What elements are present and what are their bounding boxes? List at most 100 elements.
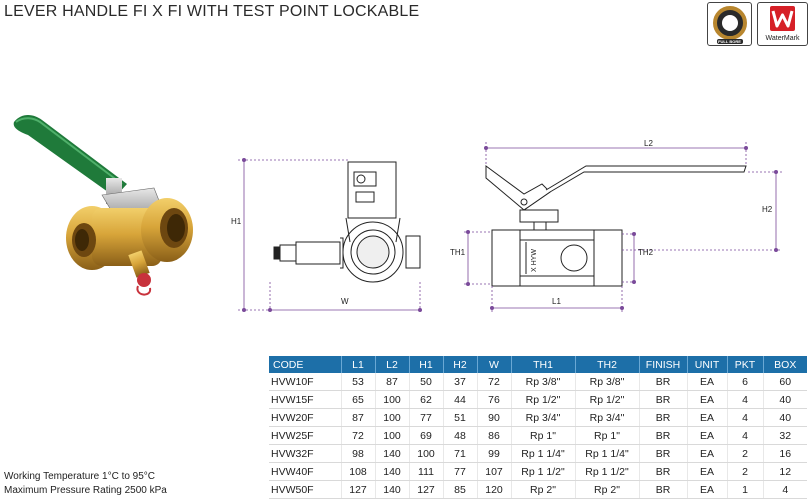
table-cell: 90 xyxy=(477,408,512,427)
full-bore-icon xyxy=(713,6,747,40)
table-cell: EA xyxy=(687,426,728,445)
table-cell: 107 xyxy=(477,462,512,481)
table-cell: Rp 3/8" xyxy=(575,373,640,391)
watermark-label: WaterMark xyxy=(765,35,800,42)
working-temperature: Working Temperature 1°C to 95°C xyxy=(4,471,156,482)
table-cell: 16 xyxy=(763,444,807,463)
table-cell: BR xyxy=(639,462,688,481)
table-cell: 2 xyxy=(727,462,764,481)
table-cell: 32 xyxy=(763,426,807,445)
table-cell: BR xyxy=(639,390,688,409)
dim-label-th1: TH1 xyxy=(450,248,466,257)
table-cell: 72 xyxy=(341,426,376,445)
table-cell: HVW40F xyxy=(269,462,342,481)
max-pressure: Maximum Pressure Rating 2500 kPa xyxy=(4,485,167,496)
column-header-pkt: PKT xyxy=(727,356,764,373)
table-cell: 100 xyxy=(375,408,410,427)
table-cell: 86 xyxy=(477,426,512,445)
table-cell: EA xyxy=(687,408,728,427)
certification-badges: FULL BORE WaterMark xyxy=(707,2,808,46)
table-cell: 4 xyxy=(727,408,764,427)
table-cell: 6 xyxy=(727,373,764,391)
table-cell: 99 xyxy=(477,444,512,463)
table-cell: 53 xyxy=(341,373,376,391)
valve-product-photo xyxy=(13,115,193,296)
watermark-logo-icon xyxy=(770,6,795,31)
table-cell: 100 xyxy=(375,426,410,445)
dim-label-h1: H1 xyxy=(231,217,242,226)
table-cell: Rp 1 1/2" xyxy=(575,462,640,481)
table-cell: 62 xyxy=(409,390,444,409)
table-cell: 77 xyxy=(443,462,478,481)
column-header-th2: TH2 xyxy=(575,356,640,373)
table-cell: EA xyxy=(687,373,728,391)
table-cell: 1 xyxy=(727,480,764,499)
table-cell: 12 xyxy=(763,462,807,481)
table-cell: Rp 1" xyxy=(575,426,640,445)
table-cell: 2 xyxy=(727,444,764,463)
table-cell: Rp 1 1/4" xyxy=(511,444,576,463)
table-cell: Rp 1/2" xyxy=(575,390,640,409)
table-cell: BR xyxy=(639,480,688,499)
table-cell: EA xyxy=(687,444,728,463)
table-cell: HVW15F xyxy=(269,390,342,409)
specifications: Working Temperature 1°C to 95°C Maximum … xyxy=(4,470,167,498)
table-cell: 71 xyxy=(443,444,478,463)
column-header-unit: UNIT xyxy=(687,356,728,373)
table-cell: BR xyxy=(639,408,688,427)
table-cell: 4 xyxy=(727,426,764,445)
table-cell: 37 xyxy=(443,373,478,391)
table-cell: 108 xyxy=(341,462,376,481)
table-cell: 87 xyxy=(341,408,376,427)
table-cell: BR xyxy=(639,426,688,445)
table-cell: Rp 3/4" xyxy=(575,408,640,427)
table-cell: 60 xyxy=(763,373,807,391)
table-cell: 76 xyxy=(477,390,512,409)
table-cell: HVW25F xyxy=(269,426,342,445)
column-header-w: W xyxy=(477,356,512,373)
table-cell: 77 xyxy=(409,408,444,427)
table-cell: 4 xyxy=(763,480,807,499)
table-cell: HVW20F xyxy=(269,408,342,427)
table-cell: 48 xyxy=(443,426,478,445)
table-cell: HVW10F xyxy=(269,373,342,391)
table-cell: 127 xyxy=(341,480,376,499)
column-header-finish: FINISH xyxy=(639,356,688,373)
table-cell: 111 xyxy=(409,462,444,481)
column-header-l2: L2 xyxy=(375,356,410,373)
table-cell: EA xyxy=(687,480,728,499)
table-cell: HVW32F xyxy=(269,444,342,463)
column-header-h2: H2 xyxy=(443,356,478,373)
dim-label-l1: L1 xyxy=(552,297,561,306)
table-cell: 69 xyxy=(409,426,444,445)
page-title: LEVER HANDLE FI X FI WITH TEST POINT LOC… xyxy=(4,3,420,20)
column-header-l1: L1 xyxy=(341,356,376,373)
technical-drawing: H1 W X HYW xyxy=(231,139,782,314)
table-cell: Rp 1 1/4" xyxy=(575,444,640,463)
dim-label-w: W xyxy=(341,297,349,306)
dim-label-h2: H2 xyxy=(762,205,773,214)
table-cell: EA xyxy=(687,390,728,409)
table-cell: 50 xyxy=(409,373,444,391)
table-cell: 120 xyxy=(477,480,512,499)
table-cell: 85 xyxy=(443,480,478,499)
table-cell: 140 xyxy=(375,462,410,481)
table-cell: 4 xyxy=(727,390,764,409)
table-cell: 51 xyxy=(443,408,478,427)
full-bore-badge: FULL BORE xyxy=(707,2,752,46)
column-header-box: BOX xyxy=(763,356,807,373)
table-cell: 65 xyxy=(341,390,376,409)
table-cell: Rp 1 1/2" xyxy=(511,462,576,481)
dim-label-l2: L2 xyxy=(644,139,653,148)
side-body-marking: X HYW xyxy=(531,249,538,272)
table-cell: HVW50F xyxy=(269,480,342,499)
table-cell: Rp 1" xyxy=(511,426,576,445)
